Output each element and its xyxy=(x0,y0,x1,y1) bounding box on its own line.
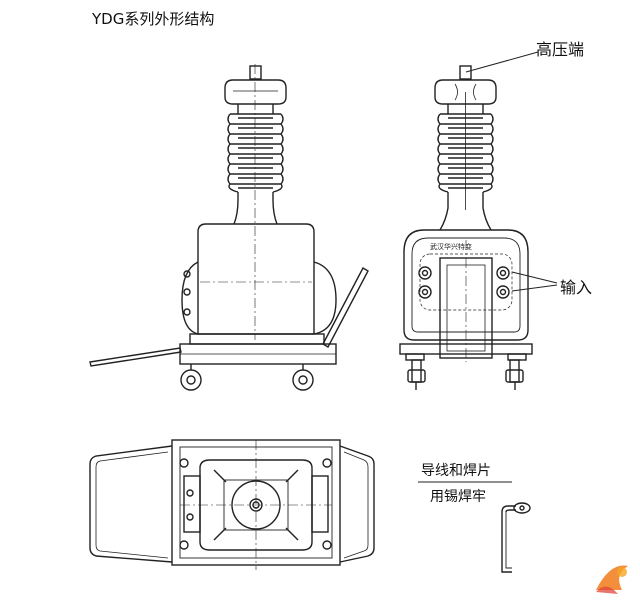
wire xyxy=(501,512,512,573)
input-leader-2 xyxy=(511,284,558,292)
side-tank xyxy=(403,229,529,341)
side-cap xyxy=(434,79,497,105)
high-voltage-terminal-label: 高压端 xyxy=(536,40,585,59)
input-terminals xyxy=(418,266,510,299)
side-casters xyxy=(407,359,524,390)
front-handle-left xyxy=(89,347,182,367)
nameplate-text: 武汉华兴特变 xyxy=(430,243,472,251)
front-view xyxy=(89,64,369,391)
watermark-logo xyxy=(596,565,628,594)
front-terminal-tip xyxy=(249,65,262,80)
wire-note-line1: 导线和焊片 xyxy=(421,463,491,479)
top-view xyxy=(89,439,375,570)
side-terminal-tip xyxy=(459,65,472,80)
wire-lug-detail xyxy=(418,481,531,573)
front-wheels xyxy=(180,364,314,391)
input-leader-1 xyxy=(511,271,558,284)
front-handle-right xyxy=(322,267,369,348)
solder-lug xyxy=(513,502,531,514)
top-handle-right xyxy=(339,445,375,563)
side-view xyxy=(399,65,533,390)
input-label: 输入 xyxy=(560,278,593,297)
front-cap xyxy=(224,79,287,105)
top-handle-left xyxy=(89,445,173,563)
front-bushing xyxy=(227,104,284,225)
hv-leader xyxy=(465,51,539,73)
side-bushing xyxy=(437,92,494,231)
diagram-title: YDG系列外形结构 xyxy=(92,10,215,28)
wire-note-line2: 用锡焊牢 xyxy=(430,489,486,505)
front-tank xyxy=(197,223,315,335)
